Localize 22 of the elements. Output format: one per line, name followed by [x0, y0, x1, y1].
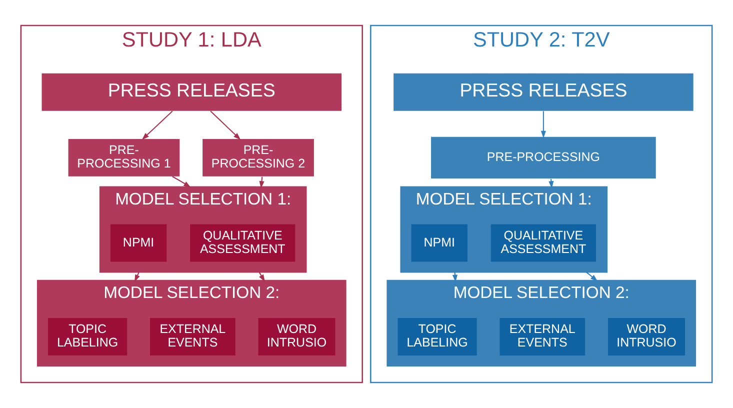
arrow [586, 272, 598, 282]
node-box: PRE- PROCESSING 1 [68, 138, 180, 176]
node-box: NPMI [411, 224, 468, 262]
node-box: EXTERNAL EVENTS [500, 318, 586, 356]
arrow [210, 110, 241, 140]
arrow [142, 110, 173, 140]
arrow [540, 111, 546, 138]
node-box: QUALITATIVE ASSESSMENT [490, 224, 596, 262]
node-box: PRESS RELEASES [42, 73, 342, 111]
node-box: NPMI [110, 224, 167, 262]
node-box: QUALITATIVE ASSESSMENT [190, 224, 296, 262]
arrow [172, 176, 191, 188]
arrow [258, 272, 265, 282]
node-box: WORD INTRUSIO [258, 318, 336, 356]
node-box: EXTERNAL EVENTS [150, 318, 236, 356]
arrow [452, 272, 458, 282]
node-box: PRE-PROCESSING [431, 136, 656, 178]
node-box: PRE- PROCESSING 2 [202, 138, 314, 176]
node-box: TOPIC LABELING [48, 318, 128, 356]
node-box: PRESS RELEASES [394, 73, 694, 111]
node-box: WORD INTRUSIO [608, 318, 685, 356]
node-box: TOPIC LABELING [398, 318, 477, 356]
